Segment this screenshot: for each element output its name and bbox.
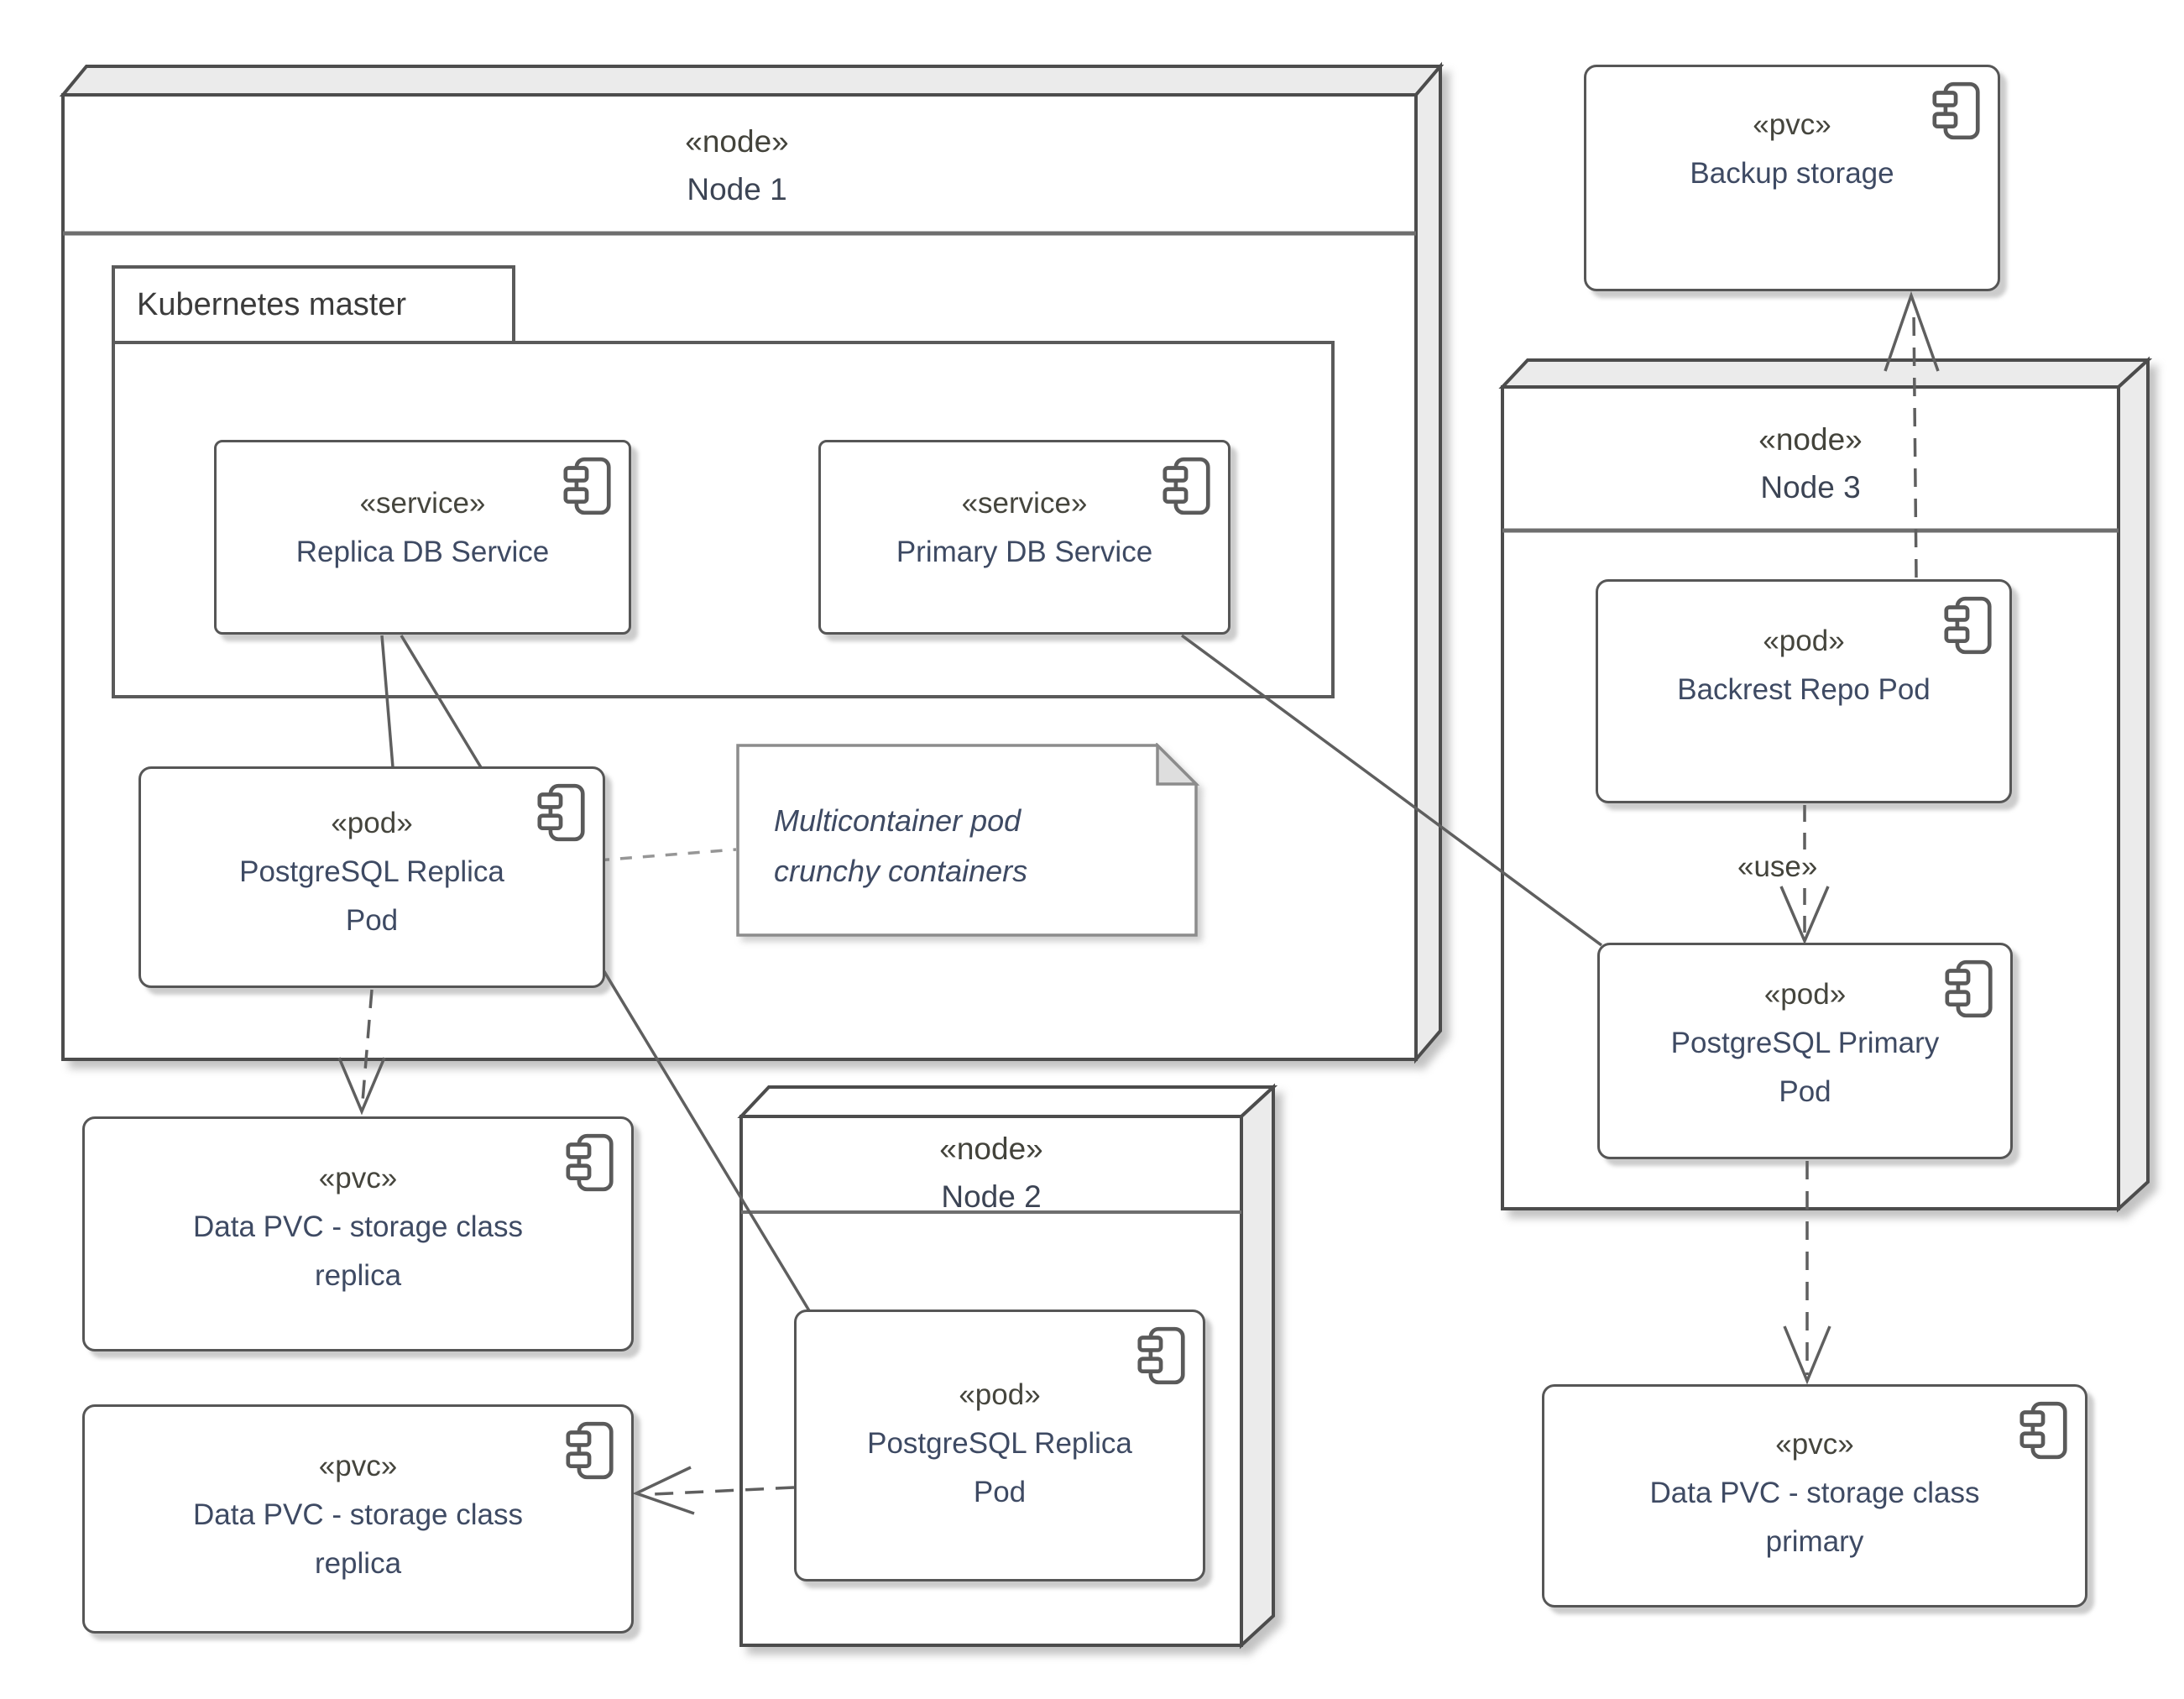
data-pvc-replica2-box: «pvc» Data PVC - storage class replica: [82, 1404, 634, 1634]
node3-header: «node» Node 3: [1643, 416, 1978, 511]
element-name: PostgreSQL Replica Pod: [239, 855, 504, 937]
element-name: PostgreSQL Replica Pod: [867, 1427, 1132, 1508]
element-name: PostgreSQL Primary Pod: [1670, 1027, 1940, 1108]
backrest-repo-pod-box: «pod» Backrest Repo Pod: [1596, 579, 2012, 803]
component-icon: [1932, 81, 1981, 141]
kubernetes-master-label: Kubernetes master: [137, 287, 407, 322]
node1-header: «node» Node 1: [569, 118, 905, 213]
component-icon: [563, 456, 612, 516]
data-pvc-replica1-box: «pvc» Data PVC - storage class replica: [82, 1116, 634, 1351]
element-name: Data PVC - storage class replica: [193, 1498, 523, 1580]
postgresql-replica-pod-node1-box: «pod» PostgreSQL Replica Pod: [138, 766, 605, 988]
stereotype-label: «pvc»: [1775, 1428, 1854, 1461]
node1-name: Node 1: [687, 172, 787, 206]
component-icon: [1945, 959, 1993, 1019]
element-name: Backrest Repo Pod: [1677, 673, 1931, 706]
stereotype-label: «service»: [961, 487, 1088, 520]
component-icon: [1137, 1325, 1186, 1386]
use-stereotype-label: «use»: [1731, 850, 1825, 884]
component-icon: [1163, 456, 1211, 516]
element-name: Backup storage: [1690, 157, 1894, 190]
stereotype-label: «pod»: [331, 807, 413, 839]
note-text: Multicontainer pod crunchy containers: [774, 796, 1027, 897]
node3-name: Node 3: [1760, 470, 1861, 504]
postgresql-replica-pod-node2-box: «pod» PostgreSQL Replica Pod: [794, 1310, 1205, 1581]
component-icon: [566, 1420, 614, 1481]
stereotype-label: «pvc»: [318, 1450, 398, 1482]
postgresql-primary-pod-box: «pod» PostgreSQL Primary Pod: [1597, 943, 2013, 1159]
component-icon: [566, 1132, 614, 1193]
primary-db-service-box: «service» Primary DB Service: [818, 440, 1230, 635]
node2-stereotype: «node»: [939, 1132, 1043, 1166]
stereotype-label: «pod»: [1763, 625, 1845, 657]
component-icon: [1944, 595, 1993, 656]
backup-storage-box: «pvc» Backup storage: [1584, 65, 2000, 291]
data-pvc-primary-box: «pvc» Data PVC - storage class primary: [1542, 1384, 2087, 1608]
note-line1: Multicontainer pod: [774, 803, 1021, 838]
stereotype-label: «pod»: [959, 1378, 1041, 1411]
component-icon: [537, 782, 586, 843]
node3-stereotype: «node»: [1758, 422, 1863, 457]
node2-name: Node 2: [941, 1179, 1042, 1214]
node2-header: «node» Node 2: [823, 1125, 1159, 1221]
stereotype-label: «service»: [359, 487, 486, 520]
element-name: Replica DB Service: [295, 536, 550, 568]
stereotype-label: «pvc»: [1753, 108, 1831, 141]
node1-stereotype: «node»: [685, 124, 789, 159]
stereotype-label: «pvc»: [318, 1162, 398, 1195]
note-line2: crunchy containers: [774, 854, 1028, 888]
element-name: Data PVC - storage class replica: [193, 1210, 523, 1292]
note-fold-corner: [1156, 743, 1199, 786]
stereotype-label: «pod»: [1763, 978, 1847, 1011]
element-name: Primary DB Service: [896, 536, 1153, 568]
element-name: Data PVC - storage class primary: [1649, 1477, 1980, 1558]
replica-db-service-box: «service» Replica DB Service: [214, 440, 631, 635]
component-icon: [2019, 1400, 2068, 1461]
